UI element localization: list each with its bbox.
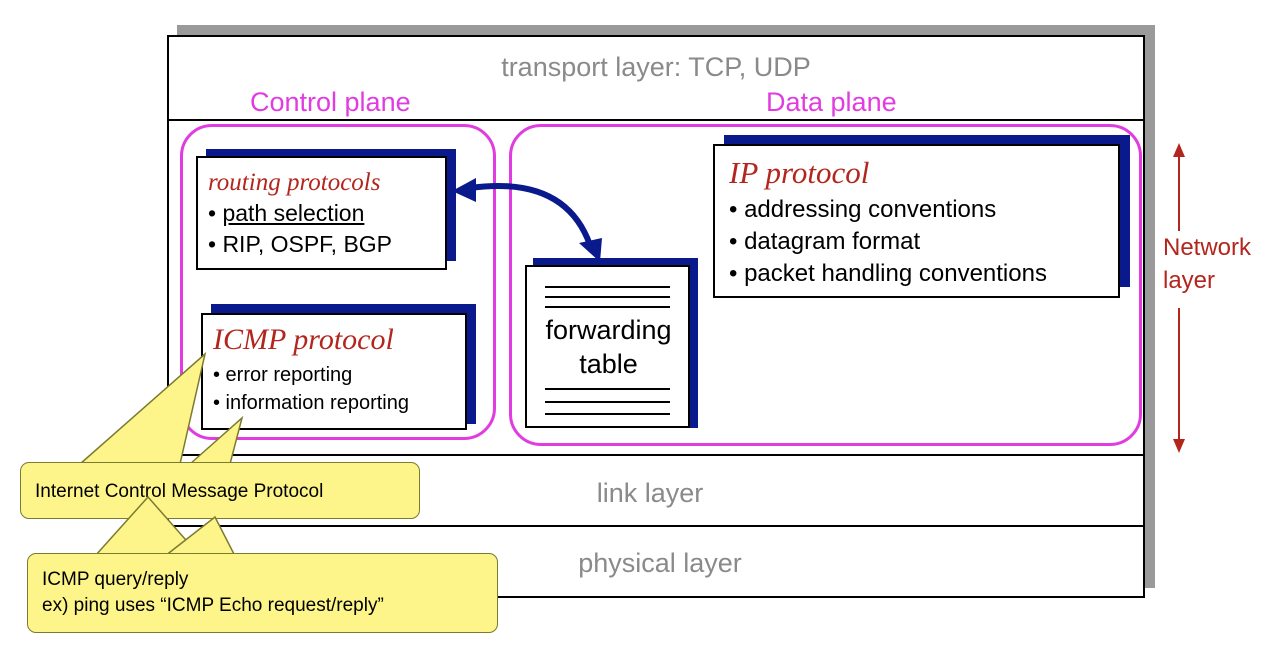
path-selection-text: path selection bbox=[222, 200, 365, 226]
ip-protocol-box: IP protocol • addressing conventions • d… bbox=[713, 144, 1120, 298]
physical-layer-label: physical layer bbox=[578, 548, 742, 578]
icmp-bullet-information: • information reporting bbox=[213, 392, 409, 414]
routing-protocols-box: routing protocols • path selection • RIP… bbox=[196, 156, 447, 270]
data-plane-region bbox=[509, 124, 1142, 446]
data-plane-title: Data plane bbox=[766, 87, 897, 117]
icmp-bullet-error: • error reporting bbox=[213, 364, 353, 386]
network-layer-arrow bbox=[1173, 143, 1185, 453]
transport-layer-label: transport layer: TCP, UDP bbox=[501, 52, 811, 82]
link-layer-label: link layer bbox=[596, 478, 704, 508]
icmp-name-callout: Internet Control Message Protocol bbox=[20, 462, 420, 519]
divider-physical bbox=[167, 525, 1145, 527]
stack-shadow-top bbox=[177, 25, 1155, 37]
routing-bullet-rip: • RIP, OSPF, BGP bbox=[208, 231, 393, 257]
icmp-query-callout: ICMP query/reply ex) ping uses “ICMP Ech… bbox=[27, 553, 498, 633]
forwarding-table-box: forwarding table bbox=[525, 265, 690, 428]
ip-bullet-addressing: • addressing conventions bbox=[729, 196, 997, 223]
divider-link bbox=[167, 454, 1145, 456]
control-plane-title: Control plane bbox=[250, 87, 411, 117]
routing-bullet-path-selection: • path selection bbox=[208, 200, 365, 226]
forwarding-table-lines bbox=[545, 286, 670, 415]
icmp-protocol-title: ICMP protocol bbox=[213, 323, 394, 356]
control-plane-region bbox=[180, 124, 496, 440]
divider-transport bbox=[167, 119, 1145, 121]
ip-protocol-title: IP protocol bbox=[729, 155, 870, 190]
ip-bullet-datagram: • datagram format bbox=[729, 228, 921, 255]
routing-protocols-title: routing protocols bbox=[208, 169, 381, 196]
forwarding-table-label: forwarding table bbox=[545, 315, 672, 379]
ip-bullet-packet: • packet handling conventions bbox=[729, 260, 1047, 287]
network-layer-label: Network layer bbox=[1163, 234, 1252, 294]
stack-shadow-right bbox=[1145, 25, 1155, 588]
icmp-protocol-box: ICMP protocol • error reporting • inform… bbox=[201, 313, 467, 430]
